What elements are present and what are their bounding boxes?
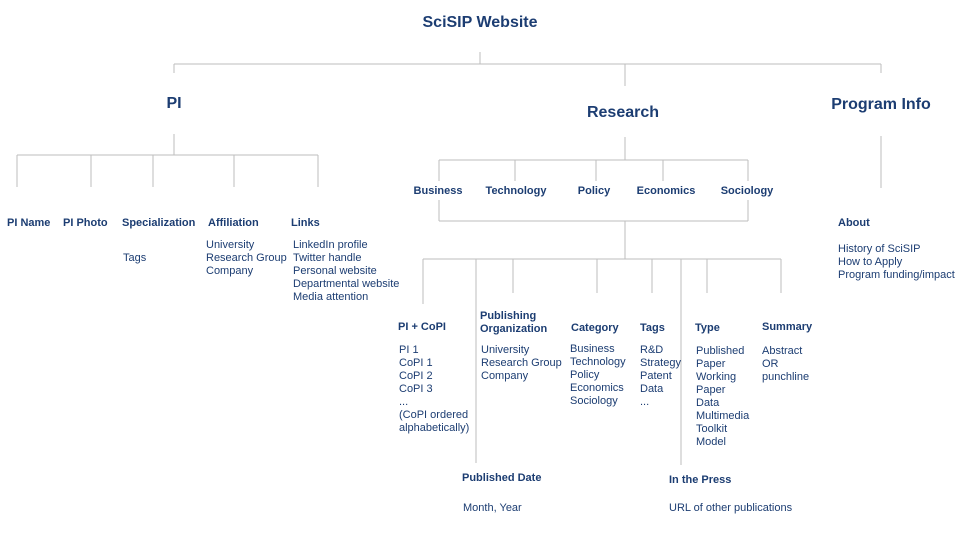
- root-node-title: SciSIP Website: [422, 14, 538, 31]
- list-item: (CoPI ordered: [399, 409, 469, 421]
- about-list: History of SciSIP How to Apply Program f…: [838, 243, 955, 282]
- list-item: Research Group: [481, 357, 562, 369]
- list-item: Economics: [570, 382, 624, 394]
- list-item: Paper: [696, 384, 726, 396]
- publishing-organization-list: University Research Group Company: [481, 344, 562, 383]
- list-item: CoPI 3: [399, 383, 433, 395]
- type-list: Published Paper Working Paper Data Multi…: [696, 345, 749, 449]
- list-item: Data: [640, 383, 664, 395]
- list-item: PI 1: [399, 344, 419, 356]
- specialization-node: Specialization: [122, 217, 196, 229]
- list-item: Tags: [123, 252, 147, 264]
- publishing-organization-node: Publishing Organization: [480, 310, 547, 336]
- list-item: alphabetically): [399, 422, 470, 434]
- category-list: Business Technology Policy Economics Soc…: [570, 343, 626, 408]
- pi-name-node: PI Name: [7, 217, 51, 229]
- specialization-list: Tags: [123, 252, 146, 265]
- published-date-list: Month, Year: [463, 502, 522, 515]
- list-item: CoPI 2: [399, 370, 433, 382]
- pi-copi-node: PI + CoPI: [398, 321, 446, 333]
- pi-node: PI: [166, 95, 182, 112]
- about-node: About: [838, 217, 870, 229]
- program-info-node: Program Info: [831, 96, 931, 113]
- list-item: URL of other publications: [669, 502, 793, 514]
- list-item: Personal website: [293, 265, 377, 277]
- category-sociology-node: Sociology: [720, 185, 774, 197]
- tags-list: R&D Strategy Patent Data ...: [640, 344, 681, 409]
- list-item: Research Group: [206, 252, 287, 264]
- links-node: Links: [291, 217, 320, 229]
- type-node: Type: [695, 322, 720, 334]
- affiliation-list: University Research Group Company: [206, 239, 287, 278]
- pi-photo-node: PI Photo: [63, 217, 108, 229]
- list-item: Program funding/impact: [838, 269, 955, 281]
- list-item: Multimedia: [696, 410, 750, 422]
- category-economics-node: Economics: [636, 185, 696, 197]
- list-item: University: [481, 344, 530, 356]
- pi-copi-list: PI 1 CoPI 1 CoPI 2 CoPI 3 ... (CoPI orde…: [399, 344, 469, 435]
- category-business-node: Business: [413, 185, 463, 197]
- list-item: Twitter handle: [293, 252, 362, 264]
- tags-node: Tags: [640, 322, 665, 334]
- list-item: Model: [696, 436, 726, 448]
- list-item: Sociology: [570, 395, 618, 407]
- list-item: University: [206, 239, 255, 251]
- list-item: Company: [206, 265, 254, 277]
- list-item: Abstract: [762, 345, 803, 357]
- list-item: ...: [640, 396, 650, 408]
- list-item: OR: [762, 358, 779, 370]
- list-item: Departmental website: [293, 278, 400, 290]
- affiliation-node: Affiliation: [208, 217, 259, 229]
- links-list: LinkedIn profile Twitter handle Personal…: [293, 239, 399, 304]
- list-item: Month, Year: [463, 502, 522, 514]
- list-item: How to Apply: [838, 256, 903, 268]
- list-item: Toolkit: [696, 423, 728, 435]
- list-item: Published: [696, 345, 745, 357]
- in-the-press-node: In the Press: [669, 474, 732, 486]
- list-item: Company: [481, 370, 529, 382]
- list-item: ...: [399, 396, 409, 408]
- category-technology-node: Technology: [485, 185, 547, 197]
- list-item: Technology: [570, 356, 626, 368]
- list-item: Media attention: [293, 291, 369, 303]
- list-item: R&D: [640, 344, 664, 356]
- in-the-press-list: URL of other publications: [669, 502, 792, 515]
- list-item: LinkedIn profile: [293, 239, 368, 251]
- summary-node: Summary: [762, 321, 813, 333]
- list-item: punchline: [762, 371, 810, 383]
- published-date-node: Published Date: [462, 472, 542, 484]
- publishing-organization-label-line: Organization: [480, 323, 548, 335]
- summary-list: Abstract OR punchline: [762, 345, 809, 384]
- list-item: Business: [570, 343, 615, 355]
- publishing-organization-label-line: Publishing: [480, 310, 537, 322]
- list-item: Data: [696, 397, 720, 409]
- category-node: Category: [571, 322, 619, 334]
- list-item: CoPI 1: [399, 357, 433, 369]
- list-item: Working: [696, 371, 737, 383]
- category-policy-node: Policy: [577, 185, 611, 197]
- list-item: Paper: [696, 358, 726, 370]
- list-item: History of SciSIP: [838, 243, 921, 255]
- research-node: Research: [586, 104, 660, 121]
- list-item: Policy: [570, 369, 600, 381]
- list-item: Strategy: [640, 357, 681, 369]
- list-item: Patent: [640, 370, 672, 382]
